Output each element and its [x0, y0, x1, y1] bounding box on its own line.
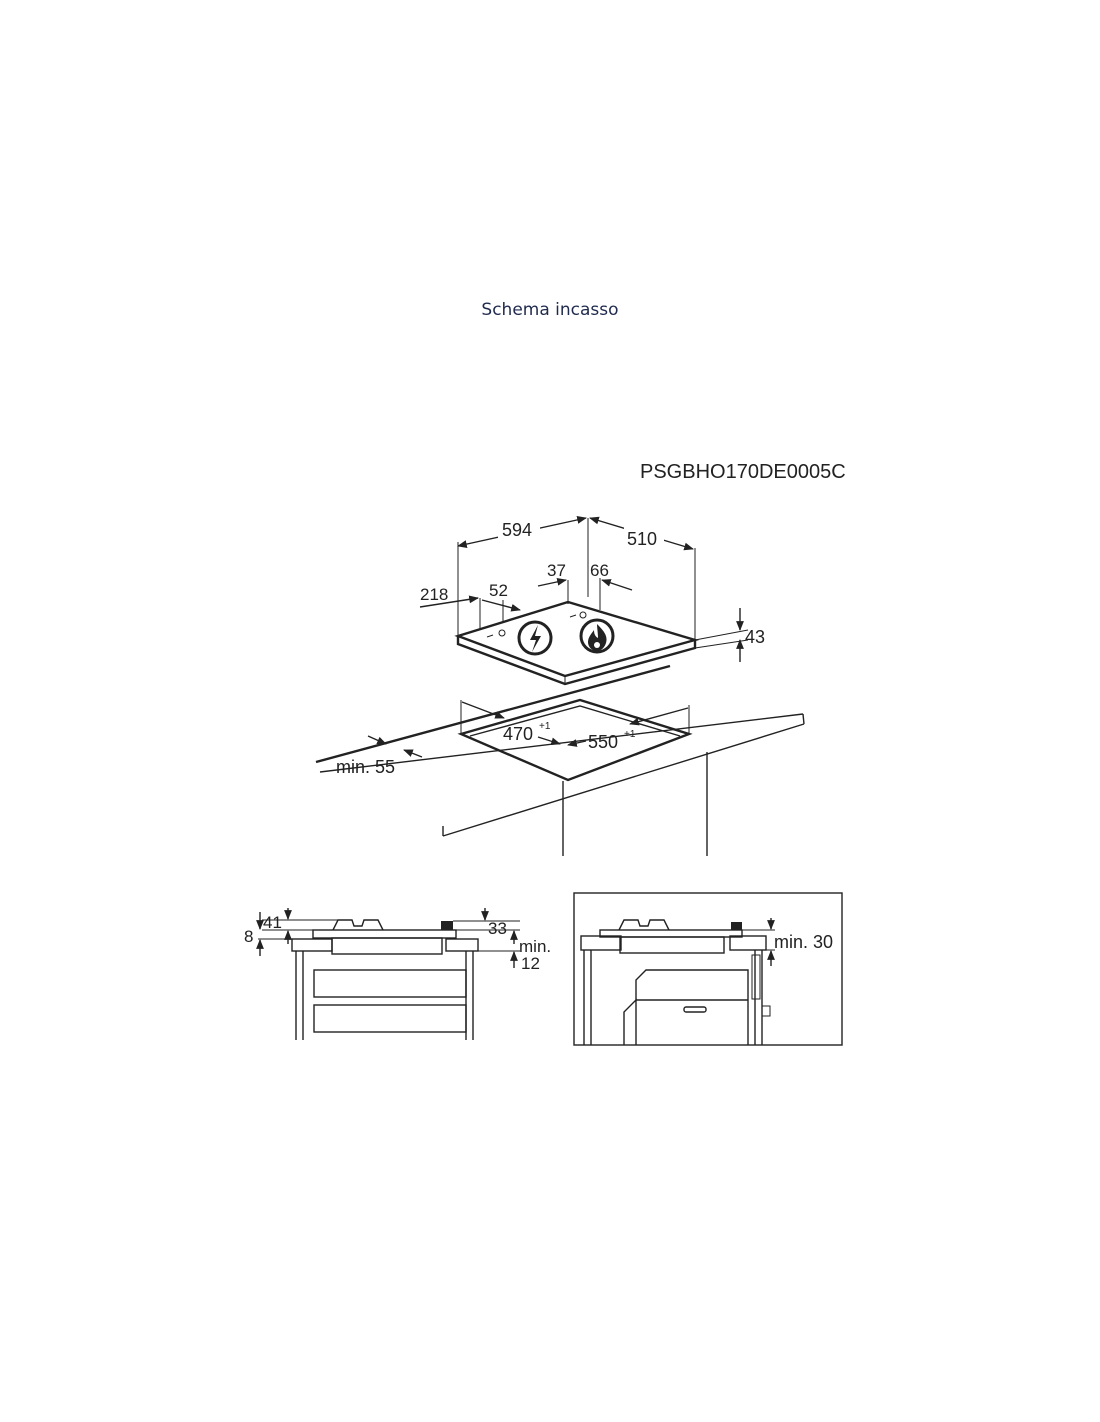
- dim-37: 37: [547, 561, 566, 580]
- dim-8: 8: [244, 927, 253, 946]
- section-view-oven: min. 30: [573, 892, 843, 1046]
- gas-connection-icon: [579, 618, 615, 654]
- dim-width-594: 594: [502, 520, 532, 540]
- page-title: Schema incasso: [481, 300, 619, 320]
- dim-33: 33: [488, 919, 507, 938]
- dim-min-label: min.: [519, 937, 551, 956]
- oven-handle: [683, 1006, 707, 1013]
- knob-mark: [579, 611, 587, 619]
- drawer: [313, 1004, 467, 1033]
- electric-connection-icon: [517, 620, 553, 656]
- dim-height-43: 43: [745, 627, 765, 647]
- dim-min-55: min. 55: [336, 757, 395, 777]
- dim-66: 66: [590, 561, 609, 580]
- dim-41: 41: [263, 913, 282, 932]
- drawer: [313, 969, 467, 998]
- dim-218: 218: [420, 585, 448, 604]
- dim-cutout-550-tol: +1: [624, 729, 636, 740]
- detail-frame: [573, 892, 843, 1046]
- hob-top-view: 594 510 218 52 37 66: [419, 516, 765, 686]
- dim-depth-510: 510: [627, 529, 657, 549]
- dim-cutout-470-tol: +1: [539, 721, 551, 732]
- hob-section: [312, 929, 457, 939]
- drawing-code: PSGBHO170DE0005C: [640, 461, 846, 483]
- section-view-drawers: 41 8 33 min. 12: [244, 908, 551, 1040]
- hob-plate: [454, 600, 700, 678]
- dim-52: 52: [489, 581, 508, 600]
- dim-cutout-550: 550: [588, 732, 618, 752]
- dim-12: 12: [521, 954, 540, 973]
- dim-cutout-470: 470: [503, 724, 533, 744]
- worktop-cutout: 470 +1 550 +1 min. 55: [315, 664, 805, 856]
- dim-min-30: min. 30: [774, 932, 833, 952]
- cutout-opening: [457, 698, 693, 782]
- knob-mark: [498, 629, 506, 637]
